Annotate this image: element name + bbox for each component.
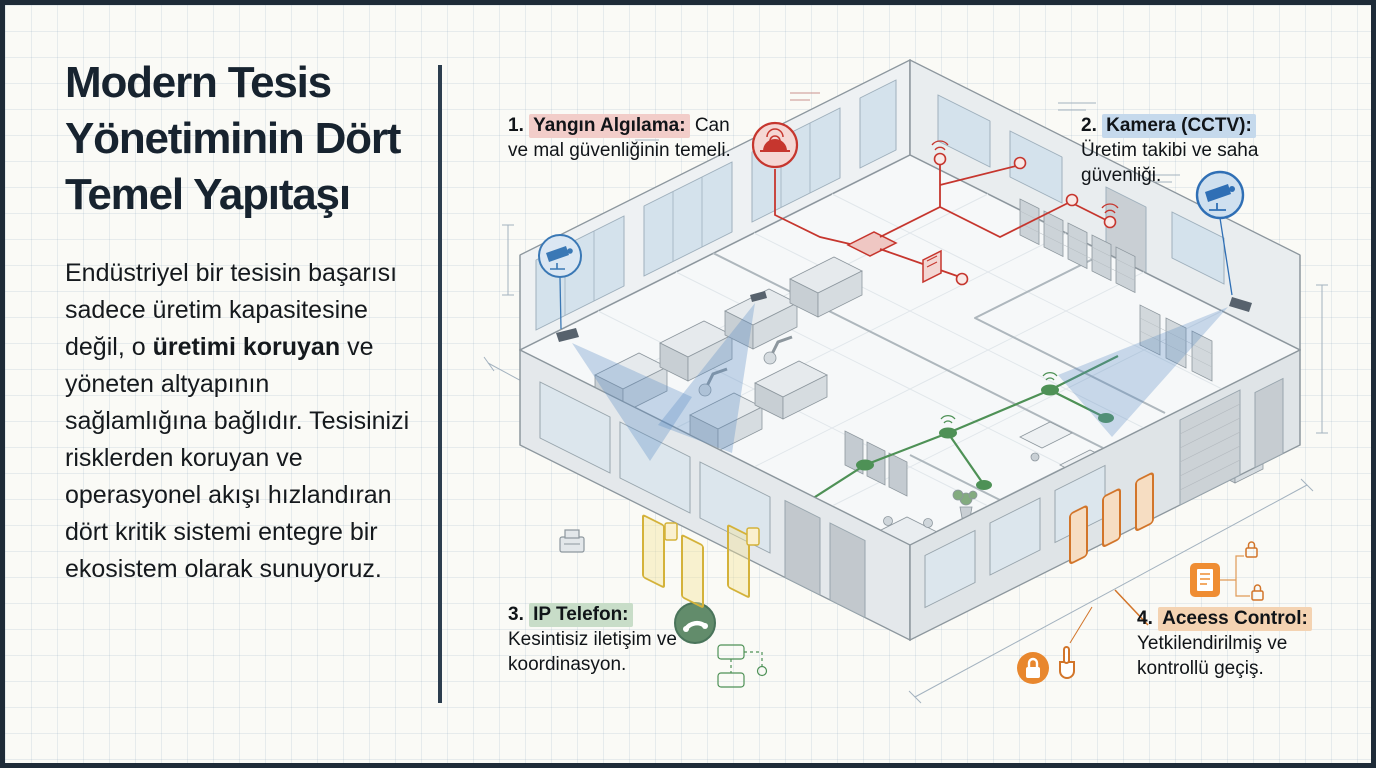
title-line-2: Yönetiminin Dört	[65, 114, 401, 163]
cctv-camera-icon	[538, 234, 582, 278]
access-control-system	[1017, 472, 1264, 684]
callout-description: Can ve mal güvenliğinin temeli.	[508, 115, 731, 161]
callout-description: Üretim takibi ve saha güvenliği.	[1081, 140, 1259, 186]
ip-phone-network	[789, 355, 1119, 514]
smoke-detector-icon	[751, 121, 799, 169]
facility-isometric-illustration	[483, 59, 1328, 704]
front-right-wall	[909, 348, 1301, 642]
callout-label: Kamera (CCTV):	[1102, 114, 1256, 138]
entry-turnstile-icons	[642, 514, 760, 608]
callout-description: Yetkilendirilmiş ve kontrollü geçiş.	[1137, 633, 1288, 679]
callout-fire-detection: 1. Yangın Algılama: Can ve mal güvenliği…	[508, 113, 750, 163]
document-icon	[1190, 563, 1220, 597]
callout-cctv: 2. Kamera (CCTV): Üretim takibi ve saha …	[1081, 113, 1317, 188]
callout-access-control: 4. Aceess Control: Yetkilendirilmiş ve k…	[1137, 606, 1335, 681]
callout-label: Aceess Control:	[1158, 607, 1312, 631]
intro-paragraph: Endüstriyel bir tesisin başarısı sadece …	[65, 255, 417, 588]
title-line-1: Modern Tesis	[65, 58, 332, 107]
padlock-icon	[1017, 652, 1049, 684]
intro-text-bold: üretimi koruyan	[152, 333, 341, 361]
vertical-divider	[438, 65, 442, 703]
callout-label: Yangın Algılama:	[529, 114, 690, 138]
mini-lock-icons	[1245, 541, 1264, 601]
phone-flowchart	[717, 644, 768, 688]
cctv-camera-icon	[1195, 170, 1245, 220]
front-left-wall	[519, 348, 911, 642]
intro-text-end: ve yöneten altyapının sağlamlığına bağlı…	[65, 333, 410, 583]
callout-description: Kesintisiz iletişim ve koordinasyon.	[508, 629, 677, 675]
callout-number: 4.	[1137, 608, 1153, 629]
callout-number: 2.	[1081, 115, 1097, 136]
intro-text-start: Endüstriyel bir tesisin başarısı sadece …	[65, 259, 398, 361]
fire-detection-network	[774, 140, 1119, 286]
callout-ip-phone: 3. IP Telefon: Kesintisiz iletişim ve ko…	[508, 602, 686, 677]
page-title: Modern Tesis Yönetiminin Dört Temel Yapı…	[65, 55, 435, 223]
callout-number: 1.	[508, 115, 524, 136]
hand-touch-icon	[1059, 646, 1075, 679]
printer-icon	[559, 529, 585, 553]
callout-label: IP Telefon:	[529, 603, 633, 627]
callout-number: 3.	[508, 604, 524, 625]
cctv-system	[538, 170, 1252, 461]
title-line-3: Temel Yapıtaşı	[65, 170, 351, 219]
